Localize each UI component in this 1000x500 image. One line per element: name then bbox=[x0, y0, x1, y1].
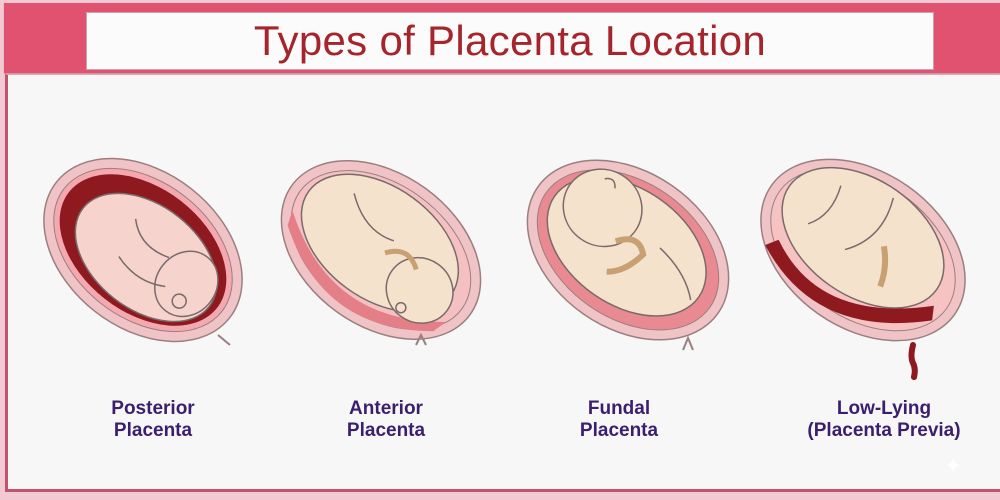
caption-low-lying: Low-Lying (Placenta Previa) bbox=[764, 398, 1000, 442]
page-title: Types of Placenta Location bbox=[253, 17, 767, 64]
caption-line1: Low-Lying bbox=[836, 398, 932, 419]
diagram-fundal-placenta bbox=[513, 150, 743, 360]
caption-line2: (Placenta Previa) bbox=[807, 420, 961, 441]
diagram-posterior-placenta bbox=[28, 150, 258, 355]
diagram-anterior-placenta bbox=[266, 150, 496, 355]
content-panel: Posterior Placenta Anterior Placenta Fun… bbox=[5, 74, 1000, 492]
diagram-low-lying-placenta bbox=[748, 150, 988, 380]
caption-line2: Placenta bbox=[346, 420, 426, 441]
uterus-fundal-illustration bbox=[526, 159, 730, 351]
caption-posterior: Posterior Placenta bbox=[33, 398, 273, 442]
caption-line1: Posterior bbox=[111, 398, 195, 419]
caption-line1: Fundal bbox=[587, 398, 651, 419]
sparkle-icon: ✦ bbox=[944, 453, 963, 478]
uterus-low-lying-illustration bbox=[760, 158, 966, 380]
header-band: Types of Placenta Location bbox=[4, 3, 1000, 73]
caption-fundal: Fundal Placenta bbox=[499, 398, 739, 442]
uterus-posterior-illustration bbox=[43, 157, 243, 346]
uterus-anterior-illustration bbox=[280, 160, 482, 346]
caption-line2: Placenta bbox=[113, 420, 193, 441]
title-box: Types of Placenta Location bbox=[86, 12, 934, 70]
caption-line2: Placenta bbox=[579, 420, 659, 441]
caption-anterior: Anterior Placenta bbox=[266, 398, 506, 442]
caption-line1: Anterior bbox=[349, 398, 423, 419]
